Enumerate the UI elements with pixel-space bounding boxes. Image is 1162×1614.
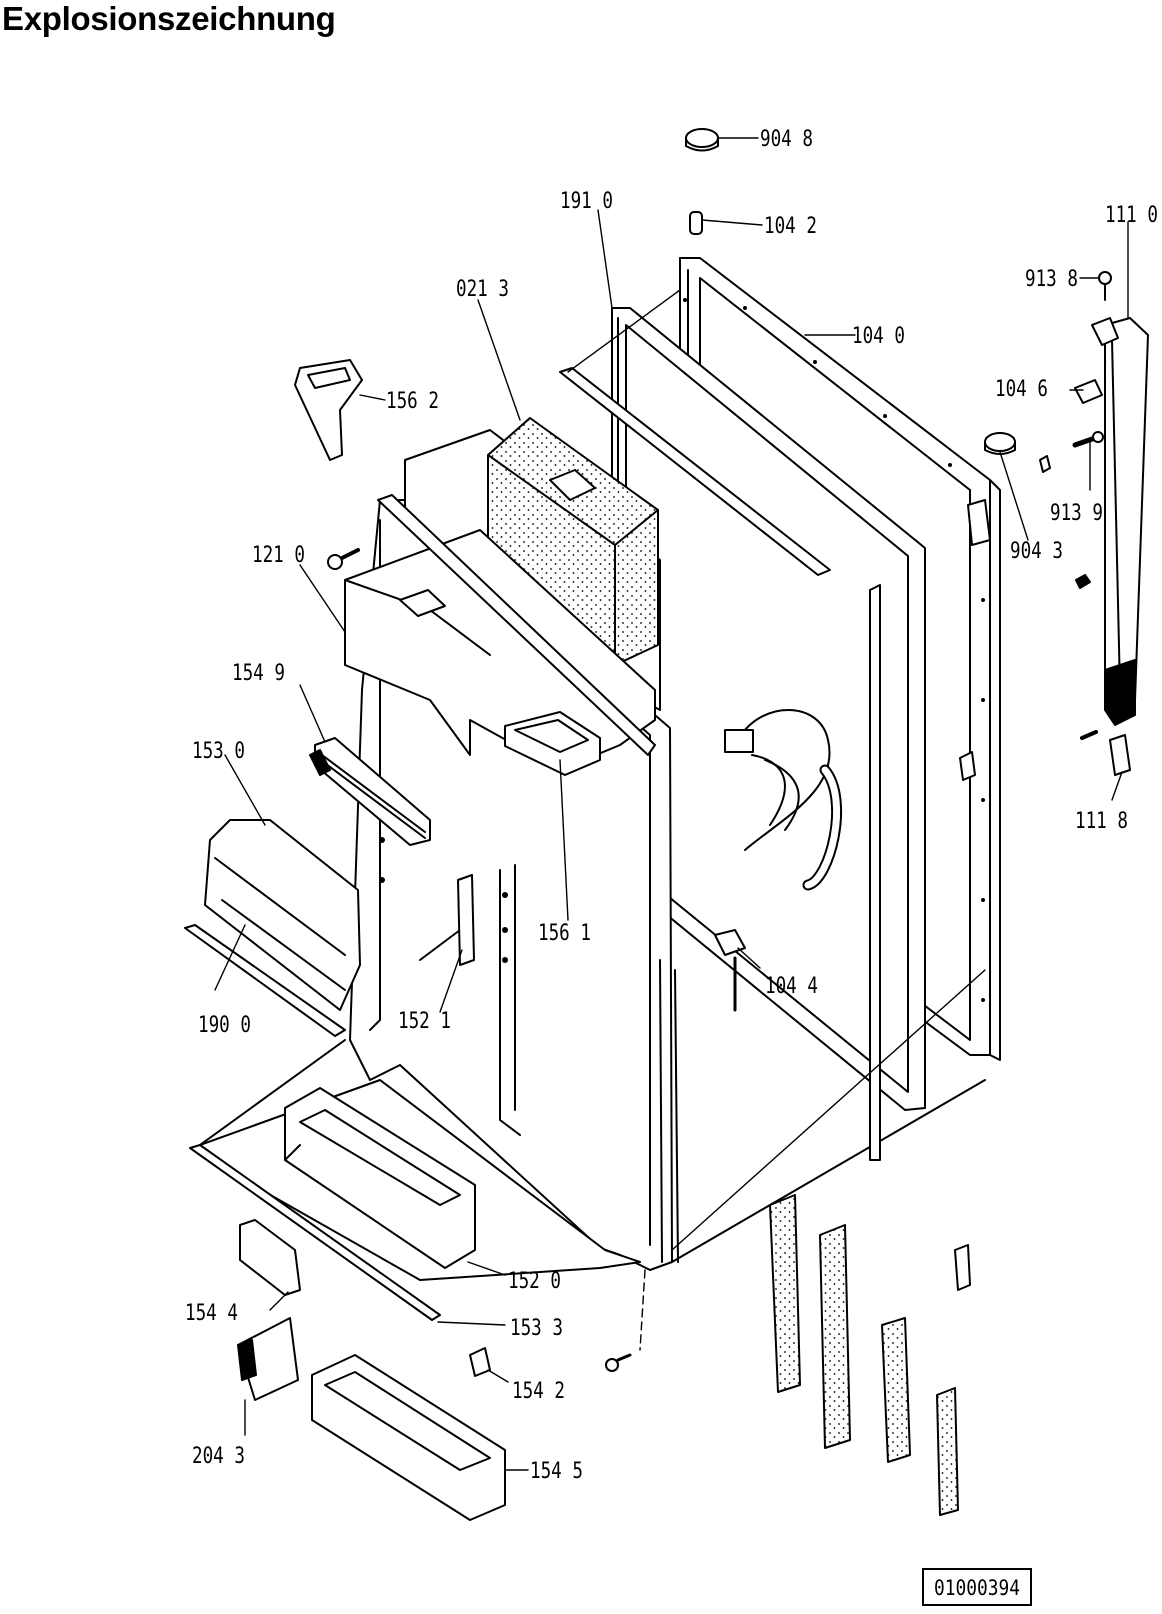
clip-1044: [714, 929, 746, 1012]
part-label-1210: 121 0: [252, 542, 305, 567]
part-label-9138: 913 8: [1025, 266, 1078, 291]
screw-9139: [1072, 431, 1104, 448]
clip-right-bottom: [954, 1244, 971, 1291]
bracket-1118: [1080, 730, 1131, 776]
part-label-9048: 904 8: [760, 126, 813, 151]
bracket-2043: [237, 1317, 299, 1401]
part-label-1542: 154 2: [512, 1378, 565, 1403]
part-label-1549: 154 9: [232, 660, 285, 685]
screw-1210: [327, 548, 360, 570]
bracket-hinge-lower: [959, 499, 991, 781]
foam-blocks: [769, 1194, 959, 1516]
glass-strip-1900: [184, 924, 346, 1037]
cap-9043: [984, 432, 1016, 455]
part-label-9043: 904 3: [1010, 538, 1063, 563]
document-number-box: 01000394: [922, 1568, 1032, 1606]
bracket-1046: [1074, 379, 1103, 404]
bracket-1544: [239, 1219, 301, 1296]
clip-1521: [457, 874, 475, 966]
part-label-1520: 152 0: [508, 1268, 561, 1293]
part-labels: 904 8 191 0 104 2 111 0 913 8 021 3 104 …: [185, 126, 1158, 1483]
door-bin-1520: [284, 1087, 476, 1269]
tray-1561: [504, 711, 601, 776]
part-label-1040: 104 0: [852, 323, 905, 348]
part-label-1561: 156 1: [538, 920, 591, 945]
bottom-strip-1533: [189, 1144, 441, 1321]
part-label-1562: 156 2: [386, 388, 439, 413]
part-label-1042: 104 2: [764, 213, 817, 238]
part-label-9139: 913 9: [1050, 500, 1103, 525]
shelf-rails-1549: [309, 737, 431, 846]
part-label-1046: 104 6: [995, 376, 1048, 401]
leader-lines: [214, 137, 1129, 1471]
door-bin-1545: [311, 1354, 506, 1521]
screw-9138: [1098, 271, 1112, 301]
top-rail-strip: [559, 367, 831, 576]
part-label-1544: 154 4: [185, 1300, 238, 1325]
part-label-1900: 190 0: [198, 1012, 251, 1037]
part-label-2043: 204 3: [192, 1443, 245, 1468]
wiring-harness: [724, 709, 843, 891]
part-label-1910: 191 0: [560, 188, 613, 213]
crisper-cover-1530: [204, 819, 361, 1011]
hinge-bracket: [1091, 317, 1149, 726]
screw-bottom: [605, 1353, 632, 1372]
pin-1042: [689, 211, 703, 235]
front-trim-strip: [377, 494, 656, 756]
side-rail-strip: [869, 584, 881, 1161]
part-label-1521: 152 1: [398, 1008, 451, 1033]
page-title: Explosionszeichnung: [2, 0, 336, 37]
part-label-1533: 153 3: [510, 1315, 563, 1340]
document-number: 01000394: [934, 1576, 1020, 1600]
part-label-1110: 111 0: [1105, 202, 1158, 227]
cap-9048: [685, 128, 719, 152]
part-label-1545: 154 5: [530, 1458, 583, 1483]
part-label-1530: 153 0: [192, 738, 245, 763]
air-duct-cover: [344, 529, 656, 771]
part-label-0213: 021 3: [456, 276, 509, 301]
part-label-1118: 111 8: [1075, 808, 1128, 833]
part-label-1044: 104 4: [765, 973, 818, 998]
small-clip: [1039, 455, 1091, 589]
duct-piece-1562: [294, 359, 363, 461]
clip-1542: [469, 1347, 491, 1377]
